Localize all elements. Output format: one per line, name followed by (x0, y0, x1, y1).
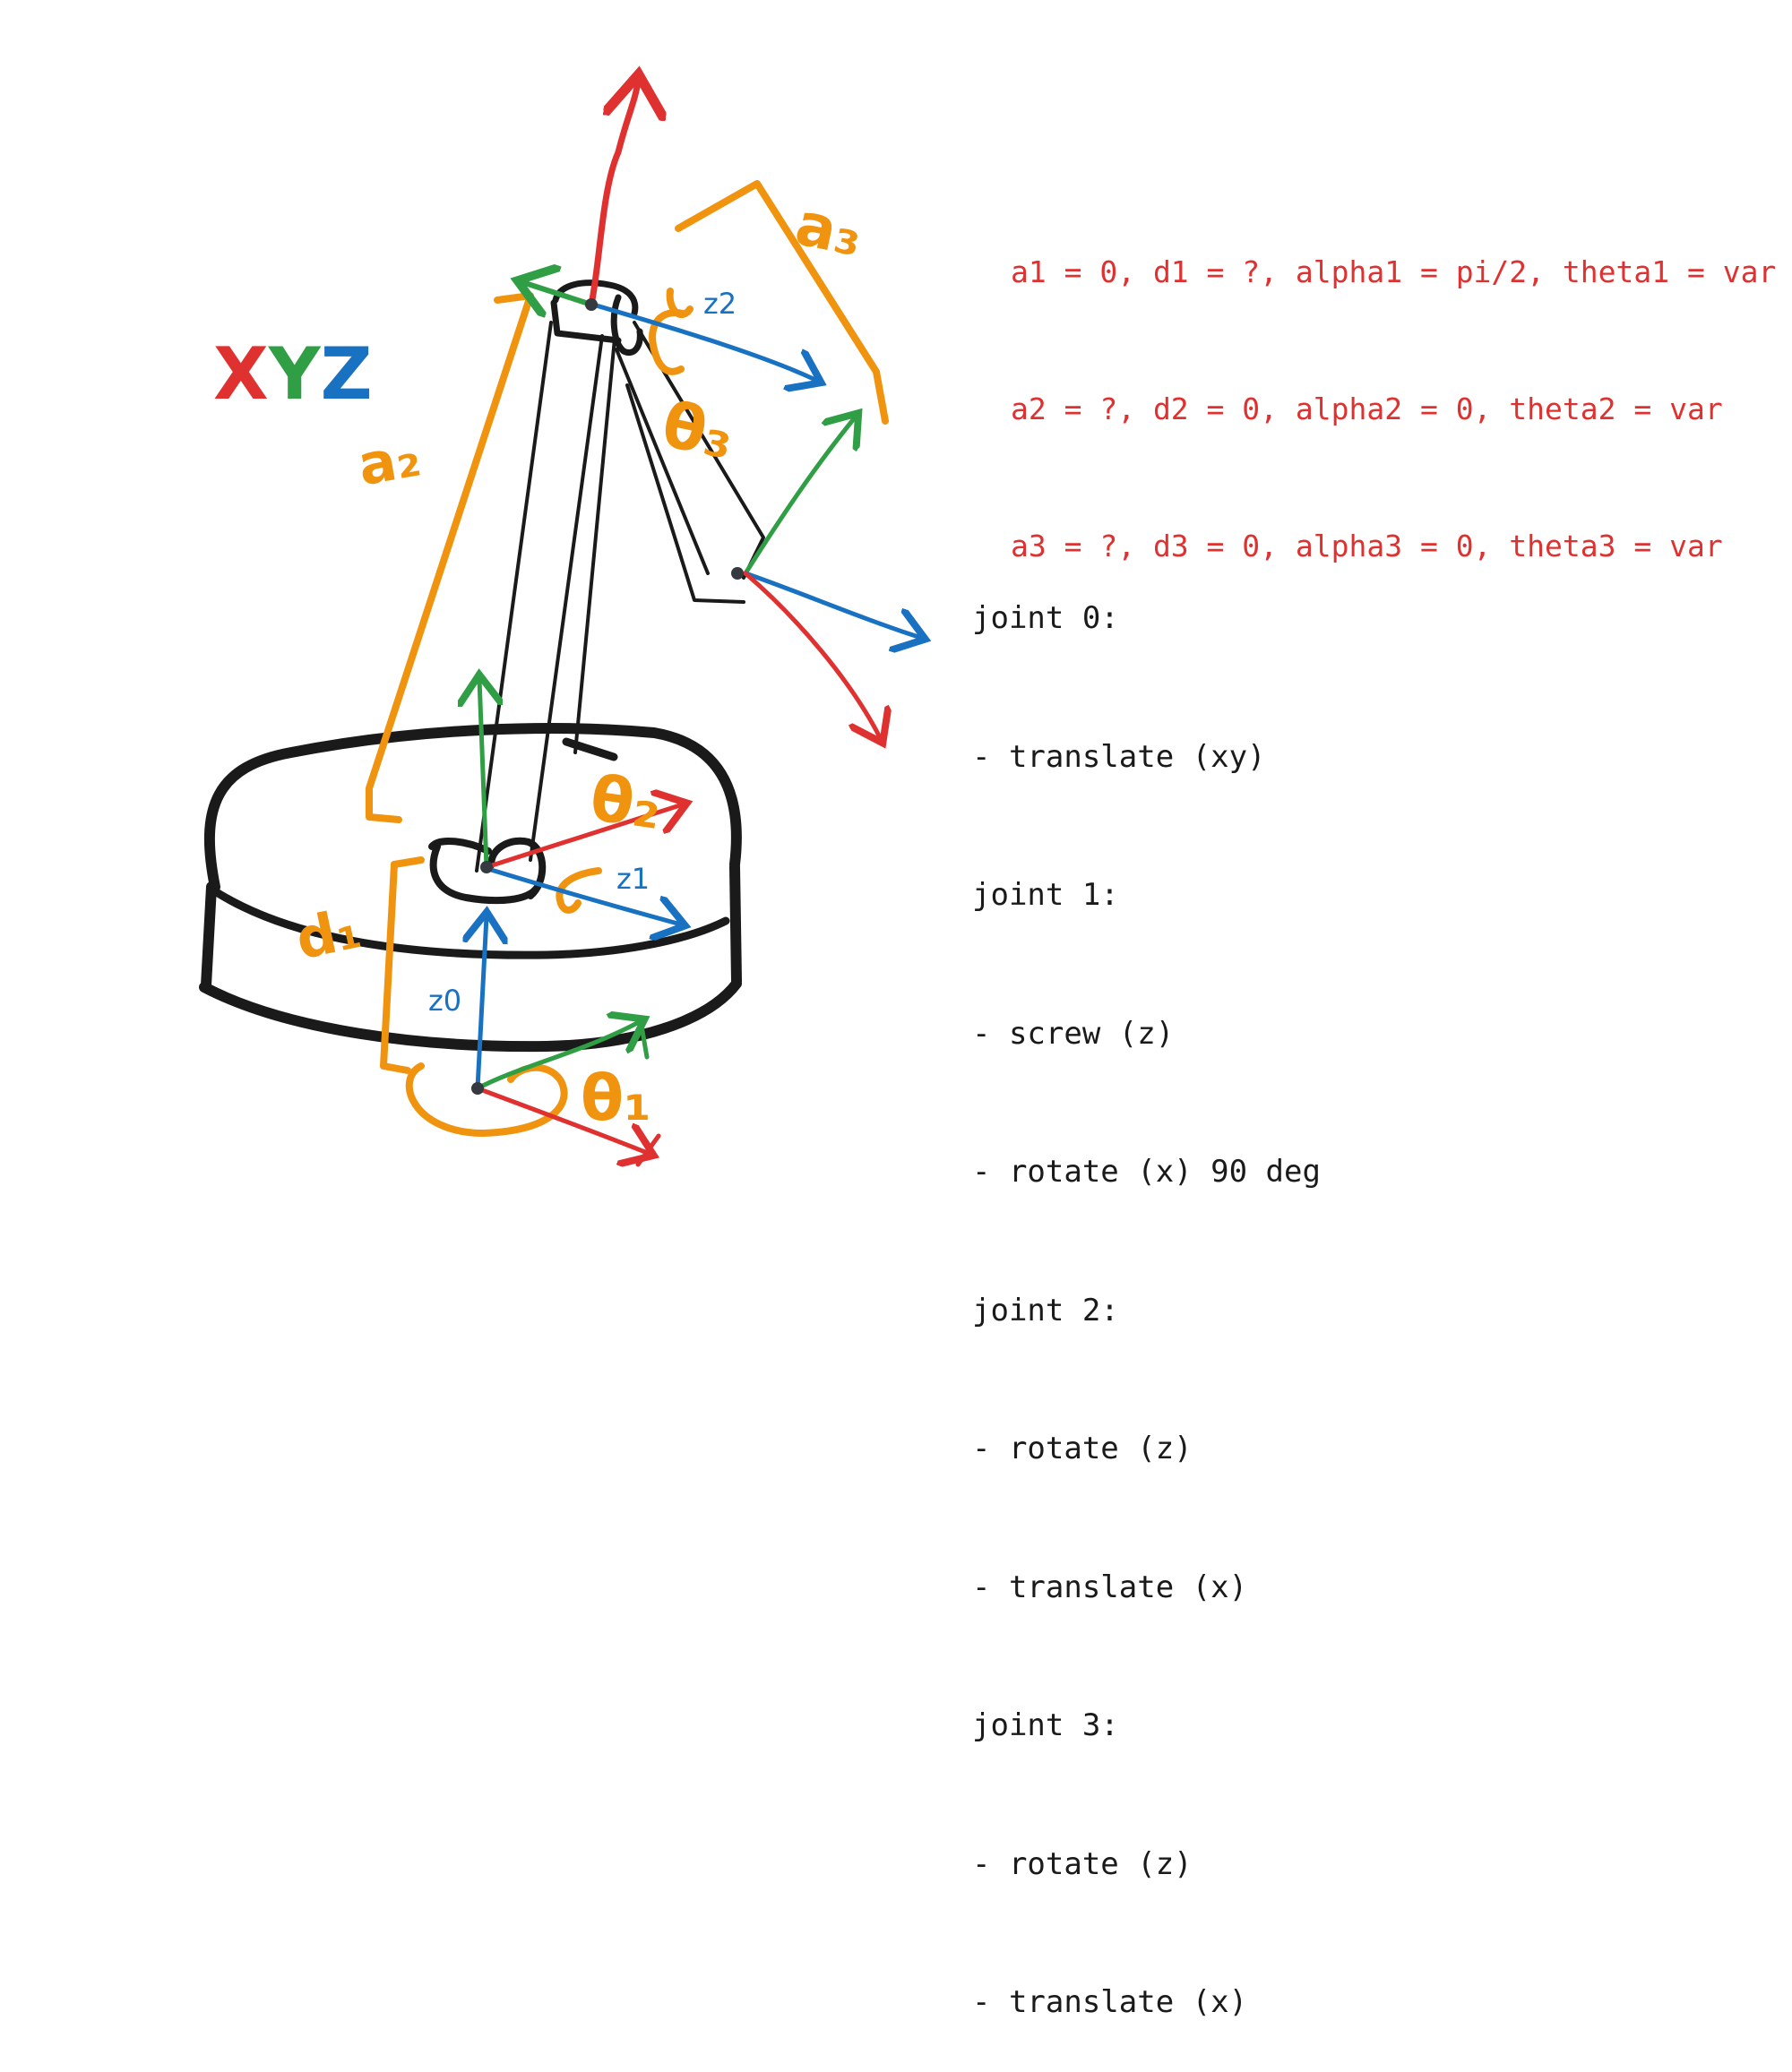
label-z2: z2 (703, 287, 737, 321)
dh-param-row-3: a3 = ?, d3 = 0, alpha3 = 0, theta3 = var (1011, 529, 1723, 563)
dh-param-row-2: a2 = ?, d2 = 0, alpha2 = 0, theta2 = var (1011, 391, 1723, 426)
frame-1 (479, 679, 683, 924)
axis-color-legend: XYZ (213, 339, 373, 410)
joint-line: joint 3: (972, 1707, 1119, 1743)
legend-y: Y (268, 332, 321, 416)
legend-x: X (213, 332, 269, 416)
dh-parameters: a1 = 0, d1 = ?, alpha1 = pi/2, theta1 = … (1011, 158, 1776, 615)
legend-z: Z (320, 332, 373, 416)
joint-line: - translate (x) (972, 1569, 1248, 1605)
label-theta3: θ₃ (656, 388, 740, 475)
joint-line: - screw (z) (972, 1015, 1175, 1052)
joint-line: - rotate (z) (972, 1431, 1193, 1466)
frame-3 (731, 417, 921, 739)
joint-line: - rotate (x) 90 deg (972, 1154, 1321, 1190)
link-2-arm (428, 279, 643, 905)
label-z1: z1 (616, 862, 650, 896)
frame-0 (471, 916, 661, 1165)
joint-line: - rotate (z) (972, 1845, 1193, 1882)
joint-line: joint 0: (972, 600, 1119, 636)
joint-line: joint 1: (972, 877, 1119, 913)
robot-arm-diagram: a₂ a₃ d₁ θ₁ θ₂ θ₃ z0 z1 z2 (199, 0, 1792, 1205)
frame-2 (522, 81, 817, 381)
dh-param-row-1: a1 = 0, d1 = ?, alpha1 = pi/2, theta1 = … (1011, 254, 1777, 289)
label-a2: a₂ (353, 424, 426, 499)
label-a3: a₃ (789, 189, 868, 271)
label-z0: z0 (428, 984, 461, 1018)
joint-line: - translate (xy) (972, 738, 1266, 775)
joint-line: joint 2: (972, 1292, 1119, 1328)
joint-line: - translate (x) (972, 1984, 1248, 2020)
joint-description-list: joint 0: - translate (xy) joint 1: - scr… (972, 503, 1321, 2072)
label-theta2: θ₂ (586, 761, 666, 844)
label-d1: d₁ (290, 895, 366, 972)
label-theta1: θ₁ (581, 1062, 651, 1135)
